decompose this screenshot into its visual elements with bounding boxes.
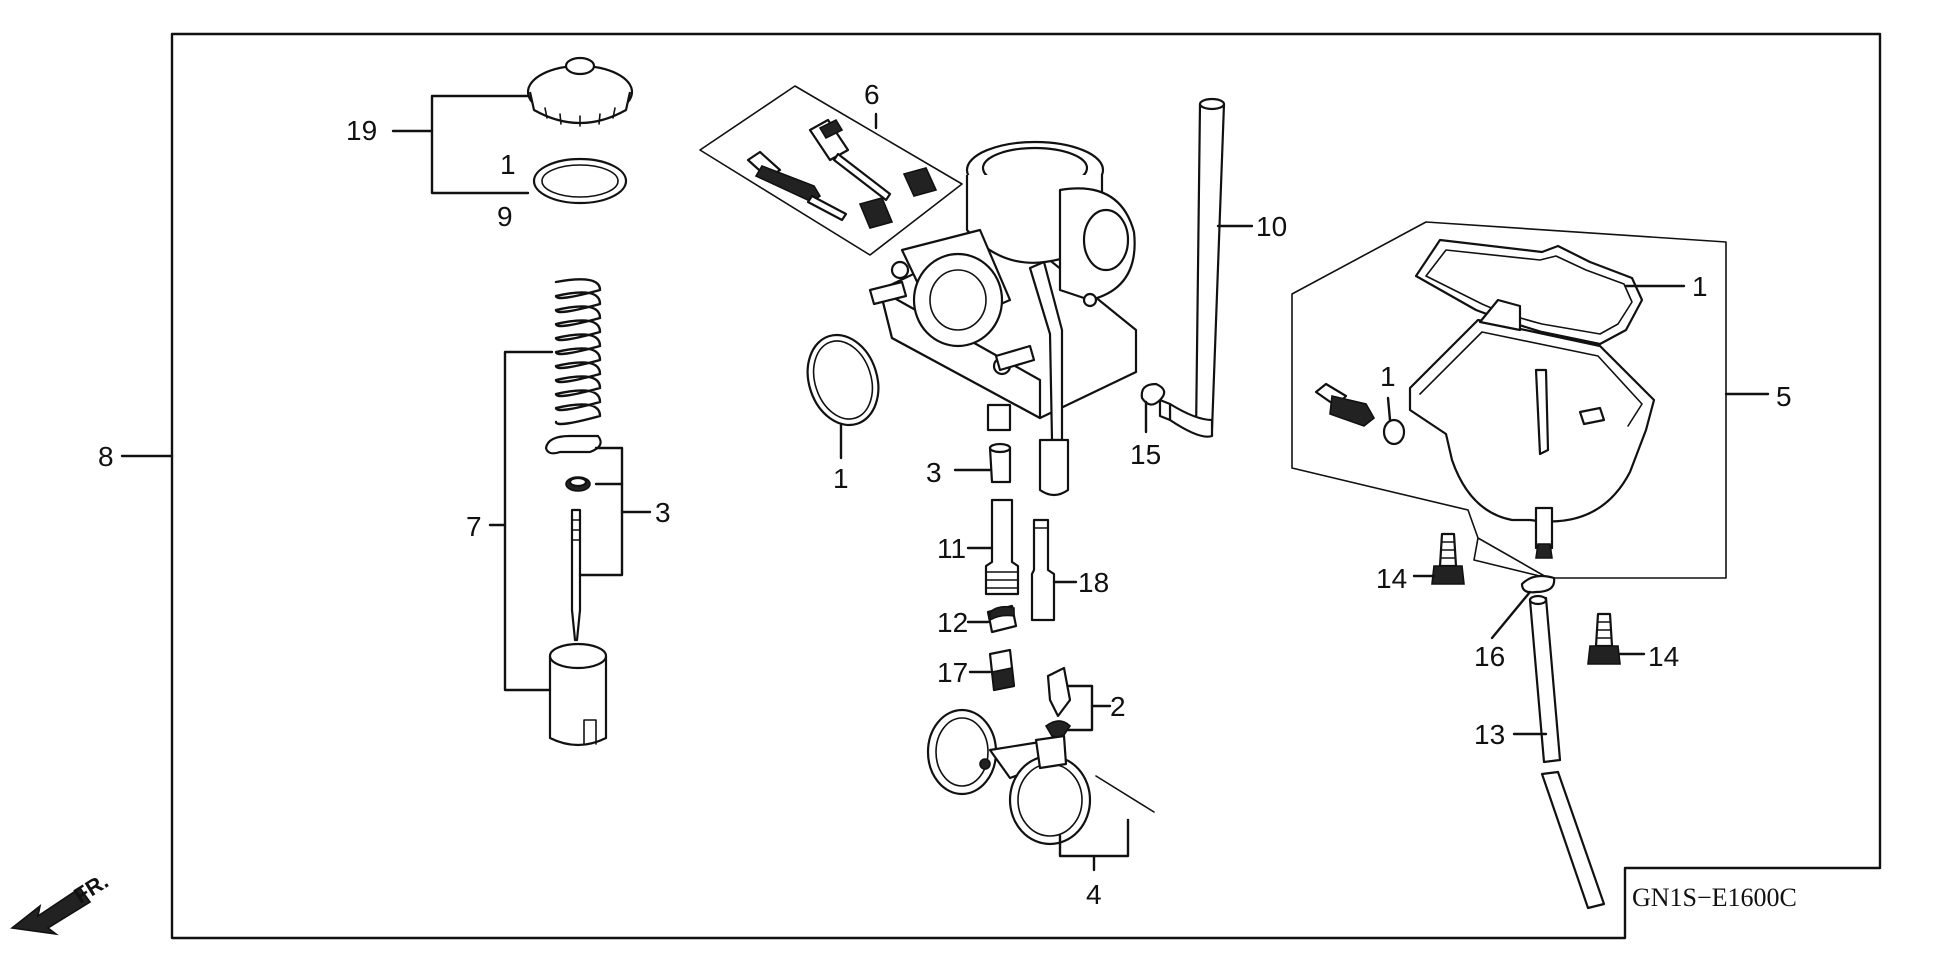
carburetor-inlet-bore (912, 252, 1004, 348)
slow-jet (1030, 518, 1056, 622)
throttle-valve-set (488, 278, 652, 747)
leader-7 (503, 350, 554, 692)
throttle-valve (548, 654, 608, 747)
front-direction-indicator: FR. (10, 868, 113, 936)
callout-1-cap: 1 (500, 149, 516, 180)
carburetor-float (926, 708, 1092, 846)
pilot-screw-kit-box (699, 85, 963, 256)
diagram-code: GN1S−E1600C (1632, 883, 1797, 912)
leader-4 (1058, 818, 1130, 872)
pilot-screw-set (699, 85, 963, 256)
callout-8: 8 (98, 441, 114, 472)
callout-4: 4 (1086, 879, 1102, 910)
callout-14-left: 14 (1376, 563, 1407, 594)
front-arrow-icon (10, 886, 92, 936)
float-chamber (1408, 318, 1656, 523)
callout-7: 7 (466, 511, 482, 542)
callout-10: 10 (1256, 211, 1287, 242)
tube-clip (1140, 382, 1166, 406)
callout-18: 18 (1078, 567, 1109, 598)
callout-15: 15 (1130, 439, 1161, 470)
overflow-tube-assembly (1140, 97, 1254, 438)
callout-14-right: 14 (1648, 641, 1679, 672)
callout-11: 11 (937, 533, 966, 564)
callout-9: 9 (497, 201, 513, 232)
callout-3-center: 3 (926, 457, 942, 488)
carburetor-body (868, 140, 1138, 497)
callout-16: 16 (1474, 641, 1505, 672)
float-chamber-assembly (1291, 221, 1770, 910)
float-pin (1095, 775, 1155, 813)
callout-13: 13 (1474, 719, 1505, 750)
jet-parts (926, 442, 1155, 872)
float-valve (1046, 666, 1072, 718)
leader-16 (1490, 590, 1532, 640)
callout-6: 6 (864, 79, 880, 110)
cap-gasket-ring (532, 157, 628, 205)
throttle-cap-assembly (391, 56, 634, 205)
leader-2 (1066, 684, 1094, 732)
jet-needle (570, 508, 582, 642)
main-jet-holder (984, 498, 1020, 596)
float-chamber-gasket (1414, 238, 1644, 346)
drain-tube-clip (1520, 574, 1556, 594)
leader-3-left (578, 446, 624, 577)
overflow-tube (1194, 102, 1226, 436)
callout-12: 12 (937, 607, 968, 638)
drain-screw-o-ring (1382, 418, 1406, 446)
callout-17: 17 (937, 657, 968, 688)
carburetor-o-ring (806, 333, 880, 427)
leader-19-9 (430, 94, 530, 195)
needle-retainer-clip (544, 434, 602, 455)
callout-3-left: 3 (655, 497, 671, 528)
callout-1-gasket: 1 (1692, 271, 1708, 302)
callout-19: 19 (346, 115, 377, 146)
callout-2: 2 (1110, 691, 1126, 722)
leader-1-screw (1386, 396, 1392, 422)
callout-1-screw: 1 (1380, 361, 1396, 392)
callout-5: 5 (1776, 381, 1792, 412)
diagram-frame (170, 32, 1882, 940)
throttle-spring (554, 278, 602, 426)
drain-tube (1528, 596, 1562, 764)
callout-1-oring: 1 (833, 463, 849, 494)
